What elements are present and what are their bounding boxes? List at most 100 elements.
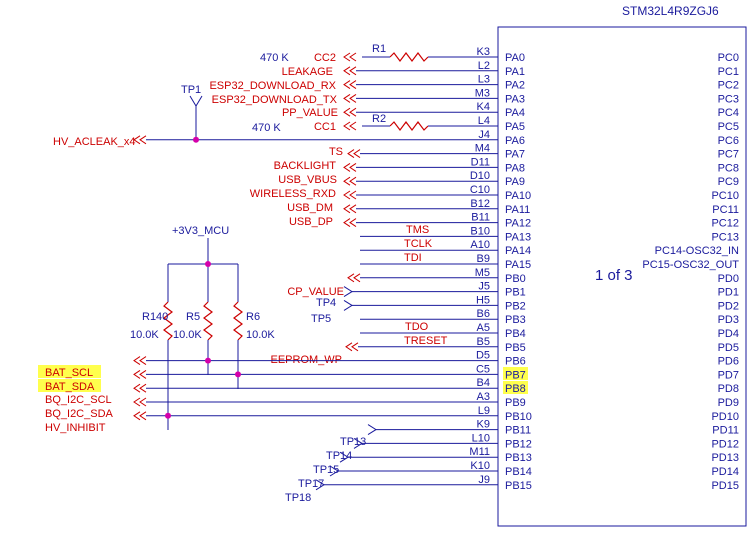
pin-name-pc11: PC11 (712, 204, 739, 216)
pin-name-pb7: PB7 (505, 369, 526, 381)
pin-name-pb1: PB1 (505, 287, 526, 299)
pin-name-pd8: PD8 (718, 383, 739, 395)
chip-part-number: STM32L4R9ZGJ6 (622, 4, 719, 18)
pin-ball-pb6: D5 (476, 350, 490, 362)
pin-name-pa14: PA14 (505, 245, 531, 257)
pin-ball-pa14: A10 (470, 239, 490, 251)
chevron-leakage-a (343, 66, 351, 76)
resistor-r1-ref: R1 (372, 43, 386, 55)
pin-name-pa10: PA10 (505, 190, 531, 202)
pin-ball-pa10: C10 (470, 184, 490, 196)
pin-ball-pb1: J5 (478, 281, 490, 293)
pin-ball-pa8: D11 (471, 156, 490, 168)
pin-name-pc3: PC3 (718, 93, 739, 105)
arrow-hv-inhibit-b (139, 411, 147, 421)
net-esp32-rx-label: ESP32_DOWNLOAD_RX (209, 80, 336, 92)
pin-name-pb4: PB4 (505, 328, 526, 340)
resistor-r6-symbol (233, 301, 243, 341)
chevron-usb-dm-b (349, 204, 357, 214)
pin-name-pb11: PB11 (505, 425, 531, 437)
test-point-tp4-label: TP4 (316, 297, 336, 309)
right-pin-group: PC0PC1PC2PC3PC4PC5PC6PC7PC8PC9PC10PC11PC… (642, 52, 739, 492)
chevron-eeprom-wp-b (351, 342, 359, 352)
chevron-usb-dm-a (343, 204, 351, 214)
net-cc2-label: CC2 (314, 52, 336, 64)
chevron-usb-dp-a (343, 218, 351, 228)
pin-ball-pa13: B10 (470, 225, 490, 237)
resistor-r140-ref: R140 (142, 311, 168, 323)
net-pp-value-label: PP_VALUE (282, 107, 338, 119)
chevron-eeprom-wp-a (345, 342, 353, 352)
highlight-bat-scl (38, 365, 101, 378)
pin-name-pa6: PA6 (505, 135, 525, 147)
net-usb-dp-label: USB_DP (289, 216, 333, 228)
chip-unit-label: 1 of 3 (595, 267, 633, 284)
net-hv-acleak-label: HV_ACLEAK_x4 (53, 136, 136, 148)
test-point-tp1-label: TP1 (181, 84, 201, 96)
pin-name-pb14: PB14 (505, 466, 532, 478)
pin-name-pc0: PC0 (718, 52, 739, 64)
chevron-leakage-b (349, 66, 357, 76)
highlight-pb7 (503, 381, 528, 394)
pin-ball-pa6: J4 (478, 129, 490, 141)
chevron-cc2-b (349, 52, 357, 62)
resistor-r2-symbol (389, 121, 429, 131)
arrow-hv-acleak-a (133, 135, 141, 145)
chevron-esp32-rx-a (343, 80, 351, 90)
pin-name-pc6: PC6 (718, 135, 739, 147)
net-usb-vbus-label: USB_VBUS (278, 174, 337, 186)
pin-name-pb10: PB10 (505, 411, 532, 423)
net-bat-scl-label: BAT_SCL (45, 367, 93, 379)
pin-name-pd10: PD10 (711, 411, 739, 423)
chevron-esp32-tx-b (349, 93, 357, 103)
resistor-r6-value: 10.0K (246, 329, 275, 341)
highlight-bat-sda (38, 379, 101, 392)
pin-name-pd4: PD4 (718, 328, 739, 340)
net-tms-label: TMS (406, 224, 429, 236)
junction-dot-0 (193, 136, 199, 143)
pin-name-pc2: PC2 (718, 80, 739, 92)
pin-ball-pb13: M11 (469, 446, 490, 458)
arrow-bat-sda-b (139, 369, 147, 379)
test-point-tp13-label: TP13 (340, 436, 366, 448)
pin-name-pd11: PD11 (712, 425, 739, 437)
pin-name-pa2: PA2 (505, 80, 525, 92)
pin-name-pd0: PD0 (718, 273, 739, 285)
resistor-r1-value: 470 K (260, 52, 289, 64)
net-eeprom-wp-label: EEPROM_WP (270, 354, 342, 366)
chevron-cc2-a (343, 52, 351, 62)
chevron-cp-value-b (353, 273, 361, 283)
resistor-r2-ref: R2 (372, 113, 386, 125)
arrow-bq-i2c-sda-a (133, 397, 141, 407)
pin-name-pd14: PD14 (711, 466, 739, 478)
resistor-r5-symbol (203, 301, 213, 341)
resistor-r2-value: 470 K (252, 122, 281, 134)
arrow-hv-inhibit-a (133, 411, 141, 421)
test-point-tp13-icon (367, 424, 377, 436)
pin-name-pc12: PC12 (711, 218, 739, 230)
pin-name-pa4: PA4 (505, 107, 525, 119)
arrow-bq-i2c-scl-b (139, 383, 147, 393)
test-point-tp1-icon (189, 95, 203, 107)
pin-name-pd5: PD5 (718, 342, 739, 354)
pin-name-pa15: PA15 (505, 259, 531, 271)
pin-name-pb2: PB2 (505, 300, 526, 312)
pin-name-pd1: PD1 (718, 287, 739, 299)
chevron-usb-vbus-a (343, 176, 351, 186)
pin-ball-pb7: C5 (476, 363, 490, 375)
chevron-wireless-rxd-b (349, 190, 357, 200)
pin-ball-pa3: M3 (475, 87, 490, 99)
net-backlight-label: BACKLIGHT (274, 160, 337, 172)
arrow-bq-i2c-scl-a (133, 383, 141, 393)
test-point-tp5-icon (343, 299, 353, 311)
extra-wire-group (133, 135, 470, 491)
test-point-tp15-label: TP15 (313, 464, 339, 476)
chevron-esp32-tx-a (343, 93, 351, 103)
net-bat-sda-label: BAT_SDA (45, 381, 95, 393)
pin-name-pc9: PC9 (718, 176, 739, 188)
pin-name-pd12: PD12 (711, 438, 739, 450)
net-treset-label: TRESET (404, 335, 448, 347)
pin-name-pb13: PB13 (505, 452, 532, 464)
net-hv-inhibit-label: HV_INHIBIT (45, 422, 106, 434)
